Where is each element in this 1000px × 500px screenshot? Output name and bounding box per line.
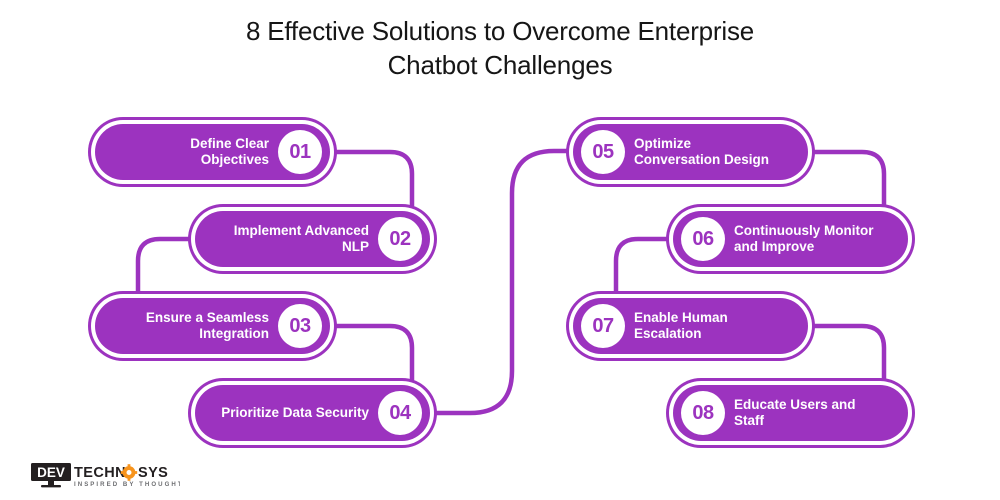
step-pill-01[interactable]: Define Clear Objectives 01 [95, 124, 330, 180]
wire-05-06 [805, 149, 887, 209]
logo-monitor-icon [31, 463, 71, 481]
step-pill-08[interactable]: 08 Educate Users and Staff [673, 385, 908, 441]
step-label-03: Ensure a Seamless Integration [145, 310, 269, 341]
logo-word-part-2: SYS [138, 465, 168, 481]
wire-04-05 [429, 148, 577, 416]
wire-02-03 [135, 236, 193, 296]
logo-badge-text: DEV [37, 465, 65, 480]
devtechnosys-logo: DEV TECHN SYS INSPIRED BY THOUGHTS [30, 461, 180, 493]
step-number-05: 05 [581, 130, 625, 174]
logo-tagline: INSPIRED BY THOUGHTS [74, 481, 180, 488]
step-label-08: Educate Users and Staff [734, 397, 856, 428]
title-line-2: Chatbot Challenges [387, 50, 613, 80]
title-line-1: 8 Effective Solutions to Overcome Enterp… [245, 16, 755, 46]
step-label-07: Enable Human Escalation [634, 310, 728, 341]
step-pill-06[interactable]: 06 Continuously Monitor and Improve [673, 211, 908, 267]
step-pill-03[interactable]: Ensure a Seamless Integration 03 [95, 298, 330, 354]
step-number-06: 06 [681, 217, 725, 261]
step-label-04: Prioritize Data Security [221, 405, 369, 420]
step-number-07: 07 [581, 304, 625, 348]
step-number-08: 08 [681, 391, 725, 435]
step-pill-02[interactable]: Implement Advanced NLP 02 [195, 211, 430, 267]
step-number-04: 04 [378, 391, 422, 435]
page-title: 8 Effective Solutions to Overcome Enterp… [0, 14, 1000, 82]
step-label-01: Define Clear Objectives [190, 136, 269, 167]
step-label-06: Continuously Monitor and Improve [734, 223, 874, 254]
step-label-02: Implement Advanced NLP [233, 223, 369, 254]
logo-word-part-1: TECHN [74, 465, 126, 481]
step-number-03: 03 [278, 304, 322, 348]
step-number-02: 02 [378, 217, 422, 261]
step-label-05: Optimize Conversation Design [634, 136, 770, 167]
step-pill-04[interactable]: Prioritize Data Security 04 [195, 385, 430, 441]
step-number-01: 01 [278, 130, 322, 174]
wire-03-04 [327, 323, 415, 383]
wire-06-07 [613, 236, 671, 296]
step-pill-07[interactable]: 07 Enable Human Escalation [573, 298, 808, 354]
step-pill-05[interactable]: 05 Optimize Conversation Design [573, 124, 808, 180]
wire-07-08 [805, 323, 887, 383]
wire-01-02 [327, 149, 415, 209]
logo-gear-icon [120, 464, 138, 481]
